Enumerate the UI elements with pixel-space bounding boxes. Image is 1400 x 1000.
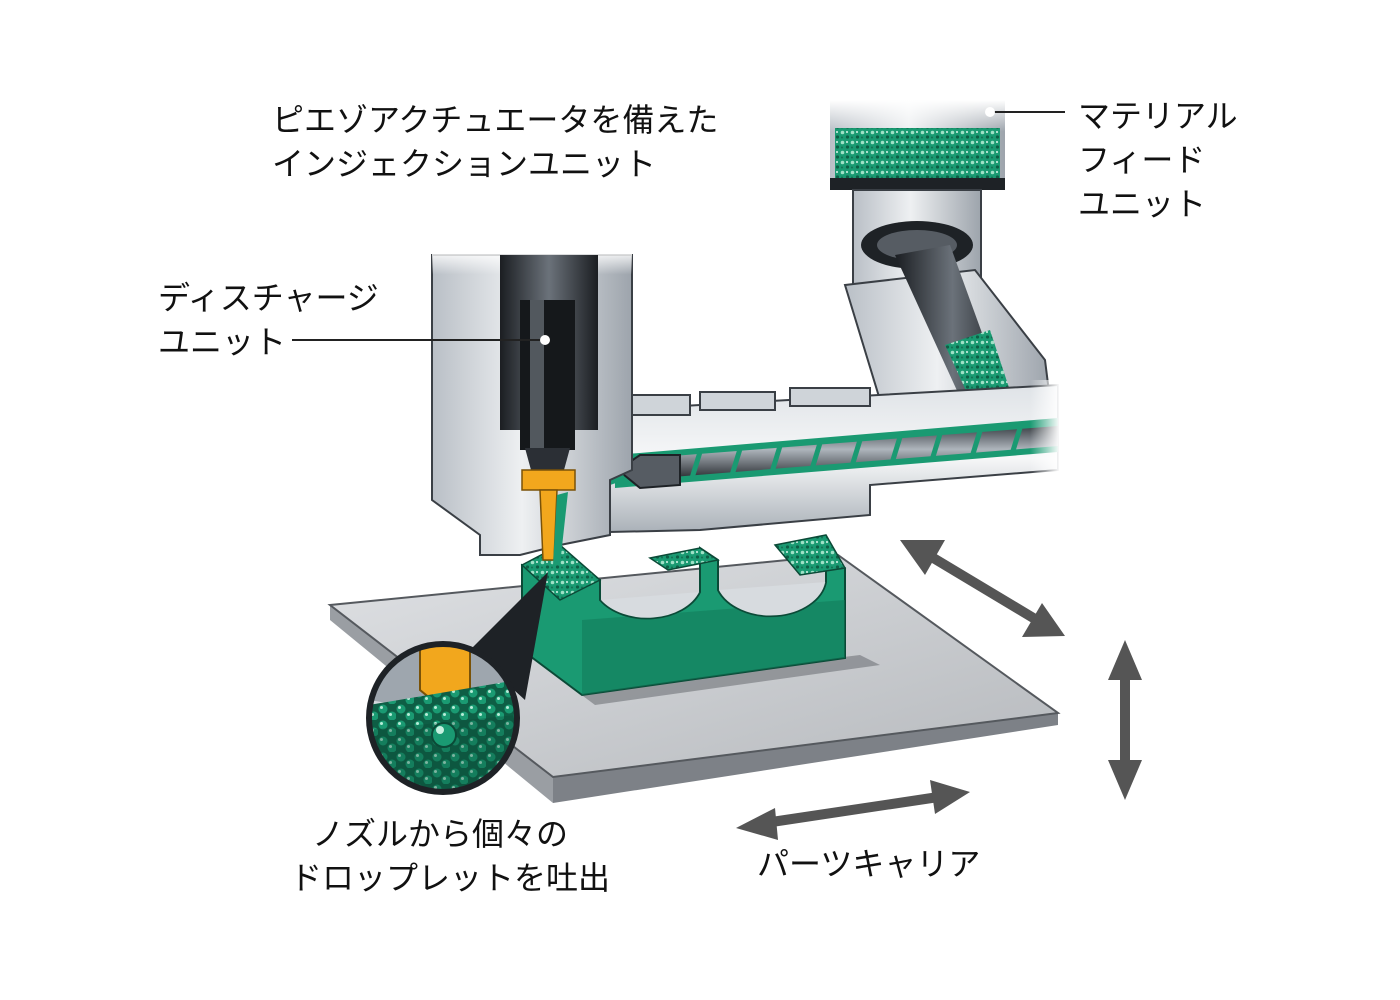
vertical-arrow: [1108, 640, 1142, 800]
nozzle-droplet-label: ノズルから個々の ドロップレットを吐出: [290, 812, 610, 900]
injection-unit-label-line-1: ピエゾアクチュエータを備えた: [272, 101, 719, 139]
depth-arrow: [900, 540, 1065, 637]
leader-dot-discharge: [540, 335, 550, 345]
material-feed-label-line-1: マテリアル: [1078, 97, 1238, 135]
injection-unit: [560, 380, 1060, 534]
material-feed-label-line-2: フィード: [1078, 141, 1206, 179]
motion-arrows: [736, 540, 1142, 840]
horizontal-arrow: [736, 780, 970, 840]
material-feed-unit: [830, 100, 1052, 432]
material-feed-label-line-3: ユニット: [1078, 185, 1207, 223]
discharge-unit-label-line-2: ユニット: [158, 323, 287, 361]
material-feed-unit-label: マテリアル フィード ユニット: [1078, 94, 1238, 226]
discharge-unit-label-line-1: ディスチャージ: [158, 279, 379, 317]
parts-carrier-label: パーツキャリア: [757, 842, 980, 886]
nozzle-droplet-label-line-1: ノズルから個々の: [312, 815, 569, 853]
nozzle-detail-callout: [366, 572, 548, 795]
injection-unit-label-line-2: インジェクションユニット: [272, 145, 657, 183]
parts-carrier-label-text: パーツキャリア: [757, 845, 981, 883]
printed-part: [520, 534, 847, 697]
injection-unit-label: ピエゾアクチュエータを備えた インジェクションユニット: [272, 98, 718, 186]
nozzle-droplet-label-line-2: ドロップレットを吐出: [290, 859, 611, 897]
leader-lines: [292, 107, 1065, 345]
discharge-unit-label: ディスチャージ ユニット: [158, 276, 379, 364]
leader-dot-feed: [985, 107, 995, 117]
screw-flights: [689, 427, 1023, 479]
discharge-unit: [431, 250, 633, 565]
